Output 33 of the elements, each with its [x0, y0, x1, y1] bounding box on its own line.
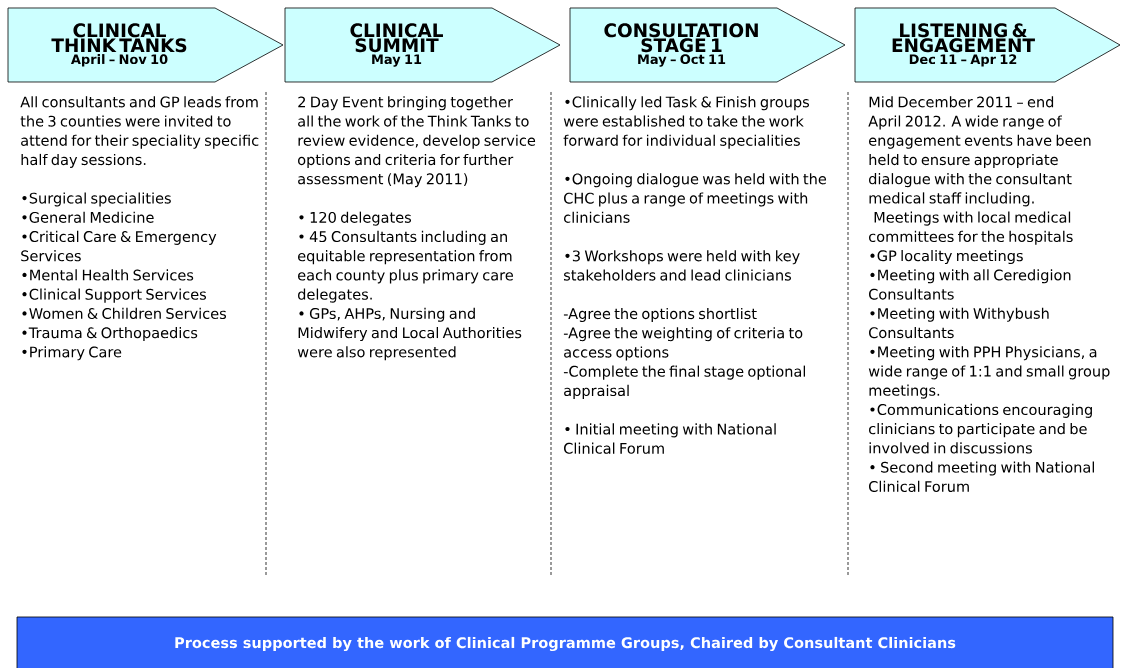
column-text: • 120 delegates — [299, 211, 411, 226]
stage-header-box: CONSULTATION STAGE 1 May – Oct 11 — [569, 7, 846, 83]
stage-header-box: LISTENING & ENGAGEMENT Dec 11 – Apr 12 — [854, 7, 1121, 83]
column-text: • 45 Consultants including an equitable representation from each county plus primary care delegates. — [298, 230, 513, 303]
column-text: •Clinical Support Services — [22, 288, 207, 303]
column-text: 2 Day Event bringing together all the work of the Think Tanks to review evidence, develop service options and criteria for further assessment (May 2011) — [298, 96, 536, 188]
column-text: •Clinically led Task & Finish groups were established to take the work forward for individual specialities — [563, 96, 810, 149]
stage-header-box: CLINICAL SUMMIT May 11 — [284, 7, 561, 83]
column-text: •Meeting with PPH Physicians, a wide range of 1:1 and small group meetings. — [868, 346, 1110, 399]
column-text: •Meeting with Withybush Consultants — [869, 307, 1049, 339]
column-text: • Second meeting with National Clinical Forum — [869, 461, 1094, 492]
column-text: •GP locality meetings — [870, 250, 1023, 265]
column-text: • Initial meeting with National Clinical Forum — [564, 423, 776, 454]
column-text: -Agree the weighting of criteria to access options — [563, 327, 803, 361]
column-text: •Primary Care — [22, 346, 122, 361]
banner-box: Process supported by the work of Clinical Programme Groups, Chaired by Consultant Clinicians — [16, 616, 1114, 668]
column-text: •3 Workshops were held with key stakeholders and lead clinicians — [564, 250, 800, 281]
column-text: All consultants and GP leads from the 3 counties were invited to attend for their speciality specific half day sessions. — [20, 96, 259, 168]
column-text: •Trauma & Orthopaedics — [22, 327, 198, 342]
column-text: • GPs, AHPs, Nursing and Midwifery and Local Authorities were also represented — [297, 307, 522, 361]
column-text: -Agree the options shortlist — [563, 307, 757, 322]
column-text: •Meeting with all Ceredigion Consultants — [869, 269, 1071, 300]
column-text: •Surgical specialities — [22, 192, 171, 207]
column-text: Mid December 2011 – end April 2012. A wide range of engagement events have been held to ensure appropriate dialogue with the consultant medical staff including. — [868, 96, 1091, 207]
column-text: •Women & Children Services — [22, 307, 226, 320]
column-text: •Critical Care & Emergency Services — [21, 230, 217, 262]
column-text: •General Medicine — [22, 211, 154, 223]
column-text: Meetings with local medical committees for the hospitals — [869, 211, 1073, 245]
column-text: •Ongoing dialogue was held with the CHC plus a range of meetings with clinicians — [564, 173, 827, 223]
column-text: -Complete the final stage optional appraisal — [563, 365, 805, 399]
stage-header-box: CLINICAL THINK TANKS April – Nov 10 — [7, 7, 284, 83]
column-text: •Communications encouraging clinicians to participate and be involved in discussions — [869, 403, 1092, 454]
column-text: •Mental Health Services — [22, 269, 194, 281]
